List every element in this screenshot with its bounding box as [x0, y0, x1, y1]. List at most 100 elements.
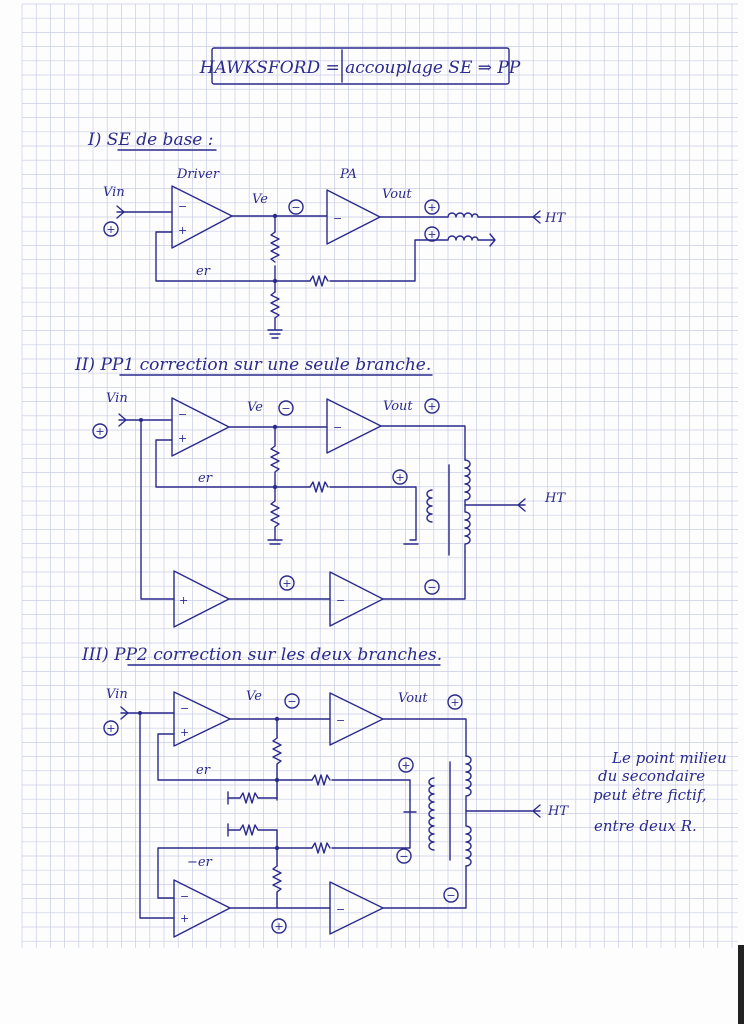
- feedback-wire: [155, 439, 311, 488]
- vout-upper-wire: [382, 718, 467, 757]
- polarity-mark: +: [392, 469, 408, 485]
- polarity-mark: +: [103, 720, 119, 736]
- polarity-mark: +: [424, 199, 440, 215]
- er-label: er: [196, 264, 211, 279]
- pa-minus-input: −: [336, 903, 345, 916]
- vout-label: Vout: [382, 187, 412, 202]
- svg-text:+: +: [427, 400, 436, 413]
- node-minus-er: [274, 845, 280, 851]
- ht-label: HT: [547, 804, 569, 819]
- ht-wire: [465, 804, 541, 818]
- polarity-mark: −: [443, 887, 459, 903]
- lower-input-wire: [140, 419, 175, 600]
- ht-label: HT: [544, 211, 566, 226]
- polarity-mark: +: [398, 757, 414, 773]
- pa-minus-input: −: [336, 594, 345, 607]
- node-ve: [272, 213, 278, 219]
- svg-text:+: +: [95, 425, 104, 438]
- polarity-mark: +: [92, 423, 108, 439]
- pa-label: PA: [339, 167, 357, 182]
- section-1: I) SE de base : Driver PA Vin Ve Vout er…: [87, 130, 566, 339]
- note-line-1: Le point milieu: [611, 749, 727, 767]
- svg-text:−: −: [427, 581, 436, 594]
- primary-winding: [464, 459, 471, 553]
- divider-resistor-upper: [272, 718, 282, 801]
- driver-amplifier-lower: [173, 879, 231, 938]
- secondary-ground: [477, 233, 496, 247]
- note-line-4: entre deux R.: [594, 817, 697, 835]
- divider-resistor-2: [270, 291, 280, 319]
- polarity-mark: +: [279, 575, 295, 591]
- ht-terminal: [532, 210, 541, 224]
- pa-amplifier: [326, 189, 381, 245]
- secondary-lower-wire: [331, 829, 411, 849]
- ve-label: Ve: [246, 689, 262, 704]
- vin-label: Vin: [106, 391, 128, 406]
- driver-minus-input: −: [178, 408, 187, 421]
- svg-text:+: +: [282, 577, 291, 590]
- pa-minus-input: −: [333, 421, 342, 434]
- page-title: HAWKSFORD = accouplage SE ⇒ PP: [199, 58, 521, 78]
- node-er: [274, 777, 280, 783]
- polarity-mark: −: [396, 848, 412, 864]
- driver-plus-input: +: [180, 726, 189, 739]
- section-3: III) PP2 correction sur les deux branche…: [81, 645, 727, 938]
- lower-input-wire: [139, 712, 175, 919]
- vout-label: Vout: [398, 691, 428, 706]
- driver-label: Driver: [176, 167, 220, 182]
- driver-plus-input: +: [178, 224, 187, 237]
- polarity-mark: +: [424, 398, 440, 414]
- secondary-winding: [428, 777, 435, 851]
- ground-symbol: [267, 317, 283, 339]
- polarity-mark: −: [278, 400, 294, 416]
- driver-plus-input: +: [178, 432, 187, 445]
- er-label: er: [198, 471, 213, 486]
- note-line-2: du secondaire: [598, 767, 705, 785]
- feedback-wire: [155, 231, 311, 282]
- svg-text:+: +: [427, 201, 436, 214]
- minus-er-label: −er: [187, 855, 213, 870]
- vin-terminal: [120, 706, 129, 720]
- polarity-mark: +: [447, 694, 463, 710]
- node-er: [272, 278, 278, 284]
- primary-winding: [465, 755, 472, 867]
- ve-label: Ve: [252, 192, 268, 207]
- polarity-mark: +: [271, 918, 287, 934]
- grid-paper: [21, 3, 738, 948]
- title-box: HAWKSFORD = accouplage SE ⇒ PP: [199, 47, 521, 85]
- driver-minus-input: −: [178, 200, 187, 213]
- polarity-mark: +: [424, 226, 440, 242]
- ground-symbol: [267, 539, 283, 545]
- svg-text:−: −: [399, 850, 408, 863]
- polarity-mark: −: [424, 579, 440, 595]
- er-resistor: [309, 481, 329, 493]
- feedback-wire-upper: [157, 733, 313, 781]
- minus-er-resistor: [311, 842, 331, 854]
- section-3-heading: III) PP2 correction sur les deux branche…: [81, 645, 442, 665]
- divider-resistor-lower: [272, 847, 282, 909]
- vout-lower-wire: [382, 551, 466, 600]
- svg-text:−: −: [291, 201, 300, 214]
- ve-label: Ve: [247, 400, 263, 415]
- svg-text:+: +: [106, 722, 115, 735]
- side-note: Le point milieu du secondaire peut être …: [593, 749, 727, 835]
- pa-amplifier-upper: [326, 398, 382, 454]
- node-er: [272, 484, 278, 490]
- ht-wire: [464, 498, 526, 512]
- section-2: II) PP1 correction sur une seule branche…: [74, 355, 566, 628]
- ht-label: HT: [544, 491, 566, 506]
- secondary-upper-wire: [331, 779, 411, 801]
- secondary-return-wire: [329, 239, 449, 282]
- vin-label: Vin: [106, 687, 128, 702]
- pa-minus-input: −: [336, 714, 345, 727]
- divider-resistor-1: [270, 231, 280, 263]
- shunt-resistor-upper: [227, 792, 278, 804]
- node-ve: [272, 424, 278, 430]
- driver-amplifier-upper: [173, 691, 231, 747]
- svg-text:+: +: [401, 759, 410, 772]
- vin-label: Vin: [103, 185, 125, 200]
- vout-upper-wire: [380, 425, 466, 461]
- svg-text:+: +: [274, 920, 283, 933]
- shunt-resistor-lower: [227, 824, 278, 849]
